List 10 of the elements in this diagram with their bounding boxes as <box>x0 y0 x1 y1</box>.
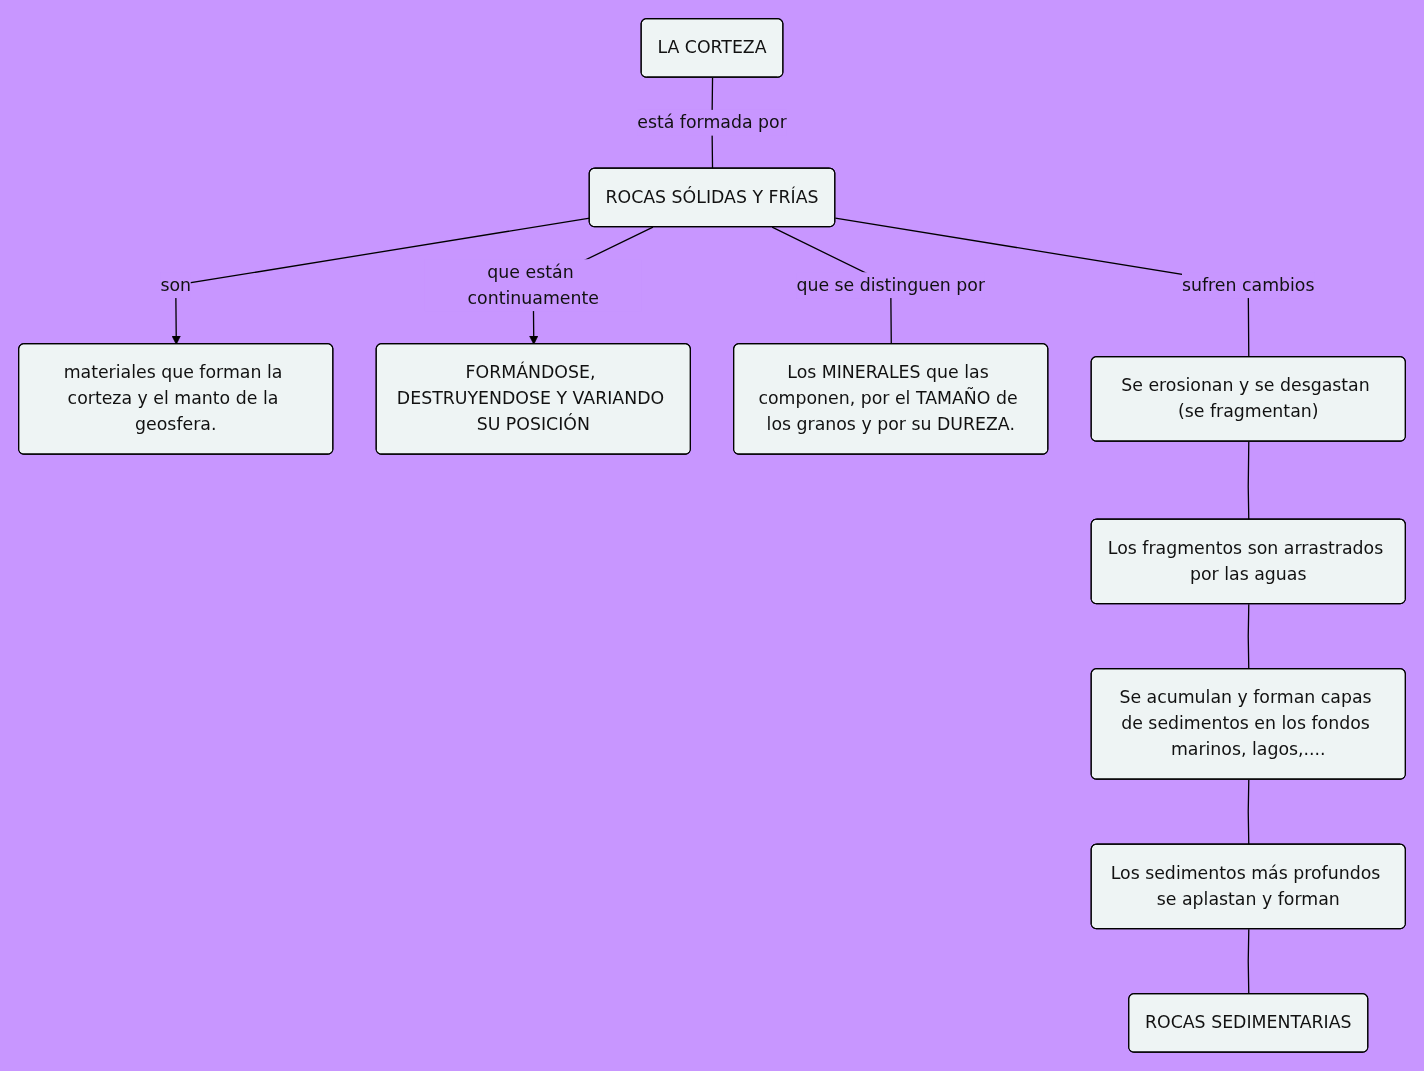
edge-label: son <box>160 274 192 295</box>
edge-label: está formada por <box>637 111 787 133</box>
connector <box>1247 441 1250 521</box>
connector <box>1247 928 1250 995</box>
connector <box>1247 779 1250 846</box>
concept-map: está formada por son que están continuamente que se distinguen por sufren cambios LA CORTEZA ROCAS SÓLIDAS Y FRÍAS materiales que forman la corteza y el manto de la geosfera. FORMÁNDOSE, DESTRUYENDOSE Y VARIANDO SU POSICIÓN Los MINERALES que las componen, por el TAMAÑO de los granos y por su DUREZA. Se erosionan y se desgastan (se fragmentan) Los fragmentos son arrastrados por las aguas Se acumulan y forman capas de sedimentos en los fondos marinos, lagos,.... Los sedimentos más profundos se aplastan y forman ROCAS SEDIMENTARIAS <box>10 10 1414 1061</box>
edge-label: que están continuamente <box>467 261 599 308</box>
edge-label: sufren cambios <box>1181 274 1315 295</box>
edge-label: que se distinguen por <box>796 274 986 295</box>
connector <box>1247 603 1250 670</box>
